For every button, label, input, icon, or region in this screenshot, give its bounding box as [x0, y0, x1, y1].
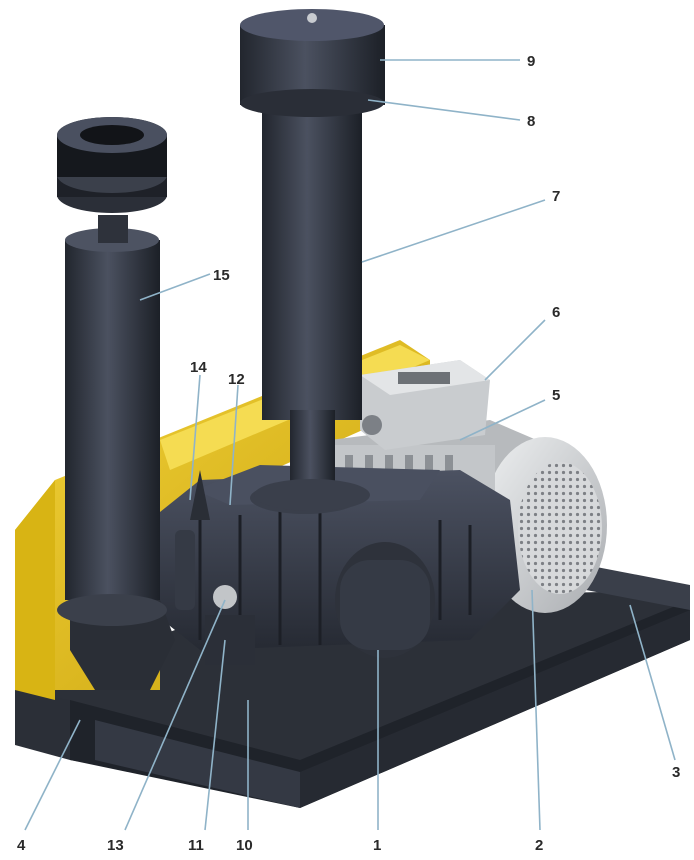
leader-line-3 [629, 604, 676, 761]
callout-12: 12 [228, 371, 245, 388]
base-frame [15, 560, 690, 808]
callout-3: 3 [672, 764, 680, 781]
discharge-silencer [240, 9, 385, 511]
callout-labels: 9 8 7 15 6 14 12 5 3 4 13 11 10 1 2 [17, 53, 680, 854]
callout-5: 5 [552, 387, 560, 404]
leader-lines [24, 59, 676, 831]
leader-line-6 [484, 319, 546, 381]
terminal-box [360, 360, 490, 450]
callout-6: 6 [552, 304, 560, 321]
leader-line-5 [459, 399, 546, 441]
callout-10: 10 [236, 837, 253, 854]
leader-line-8 [367, 99, 521, 121]
leader-line-14 [189, 374, 201, 501]
callout-9: 9 [527, 53, 535, 70]
leader-line-2 [531, 589, 541, 831]
leader-line-7 [361, 199, 546, 263]
callout-1: 1 [373, 837, 381, 854]
callout-4: 4 [17, 837, 26, 854]
inlet-silencer [57, 117, 175, 690]
leader-line-4 [24, 719, 81, 831]
callout-7: 7 [552, 188, 560, 205]
leader-line-11 [204, 639, 226, 831]
leader-line-13 [124, 599, 226, 831]
callout-15: 15 [213, 267, 230, 284]
callout-14: 14 [190, 359, 207, 376]
callout-2: 2 [535, 837, 543, 854]
callout-8: 8 [527, 113, 535, 130]
callout-13: 13 [107, 837, 124, 854]
callout-11: 11 [188, 837, 204, 854]
leader-line-15 [139, 273, 211, 301]
leader-line-12 [229, 384, 239, 506]
